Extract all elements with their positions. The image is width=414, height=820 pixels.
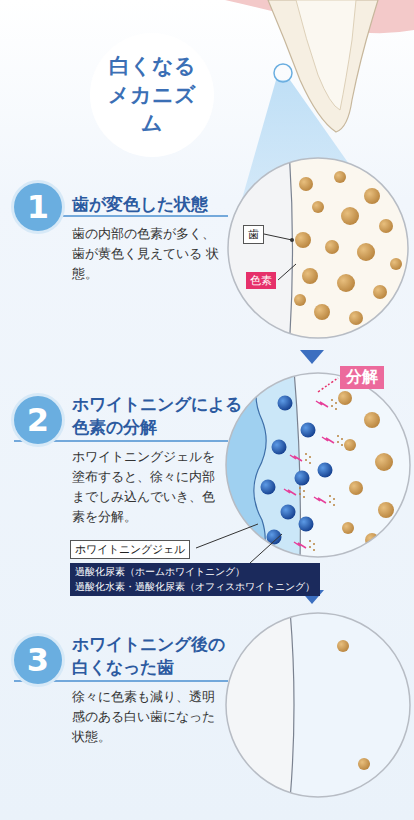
dentin xyxy=(296,0,356,110)
pigment-fragment xyxy=(331,405,333,407)
pigment-dot xyxy=(325,240,339,254)
peroxide-ball xyxy=(301,423,316,438)
node-text: 歯 xyxy=(248,228,259,241)
pigment-fragment xyxy=(337,435,339,437)
pigment-dot xyxy=(349,481,363,495)
pigment-dot xyxy=(312,201,324,213)
pigment-dot xyxy=(334,171,346,183)
title-circle xyxy=(90,33,214,157)
leader-line xyxy=(264,234,292,240)
node-text: 2 xyxy=(27,401,49,439)
reaction-mark xyxy=(316,401,328,407)
pigment-fragment xyxy=(333,504,335,506)
pigment-fragment xyxy=(305,453,307,455)
peroxide-ball xyxy=(261,480,276,495)
pigment-fragment xyxy=(329,495,331,497)
pigment-fragment xyxy=(335,402,337,404)
pigment-dot xyxy=(295,232,311,248)
pigment-dot xyxy=(364,412,380,428)
pigment-fragment xyxy=(309,462,311,464)
agent-box: 過酸化尿素（ホームホワイトニング）過酸化水素・過酸化尿素（オフィスホワイトニング… xyxy=(70,563,320,596)
step-heading: 歯が変色した状態 xyxy=(72,193,247,216)
node-text: ホワイトニングジェル xyxy=(75,543,185,556)
pigment-dot xyxy=(341,207,359,225)
step-number: 3 xyxy=(14,636,62,684)
part-label: 歯 xyxy=(243,225,264,244)
pigment-fragment xyxy=(331,399,333,401)
peroxide-ball xyxy=(272,440,287,455)
leader-line xyxy=(278,264,296,280)
pigment-dot xyxy=(357,243,375,261)
zoom-circle xyxy=(220,150,414,350)
pigment-fragment xyxy=(329,501,331,503)
title-text: 白くなる メカニズム xyxy=(98,52,206,137)
zoom-circle xyxy=(220,370,414,570)
pigment-dot xyxy=(337,274,355,292)
pigment-dot xyxy=(364,188,380,204)
zoom-marker xyxy=(274,64,292,82)
step-number: 1 xyxy=(14,183,62,231)
pigment-fragment xyxy=(341,438,343,440)
node-text: 過酸化尿素（ホームホワイトニング） xyxy=(75,565,315,580)
pigment-fragment xyxy=(335,408,337,410)
pigment-fragment xyxy=(333,498,335,500)
pigment-dot xyxy=(375,453,393,471)
pigment-dot xyxy=(299,177,313,191)
pigment-dot xyxy=(390,258,402,270)
part-label: ホワイトニングジェル xyxy=(70,540,190,559)
pigment-fragment xyxy=(305,459,307,461)
pigment-fragment xyxy=(303,496,305,498)
step-text: 歯の内部の色素が多く、 歯が黄色く見えている 状態。 xyxy=(72,224,222,284)
reaction-mark xyxy=(290,455,302,461)
reaction-mark xyxy=(322,437,334,443)
pigment-dot xyxy=(302,268,318,284)
pigment-dot xyxy=(314,304,330,320)
peroxide-ball xyxy=(295,471,310,486)
peroxide-ball xyxy=(299,517,314,532)
down-arrow xyxy=(300,350,324,364)
node-text: 色素 xyxy=(250,274,272,287)
reaction-mark xyxy=(294,542,306,548)
pigment-dot xyxy=(379,219,393,233)
peroxide-ball xyxy=(318,463,333,478)
step-text: ホワイトニングジェルを 塗布すると、徐々に内部 までしみ込んでいき、色 素を分解… xyxy=(72,447,222,527)
step-heading: ホワイトニング後の 白くなった歯 xyxy=(72,633,237,679)
pigment-fragment xyxy=(303,490,305,492)
pigment-dot xyxy=(294,294,306,306)
pigment-fragment xyxy=(309,456,311,458)
pigment-dot xyxy=(344,439,356,451)
pigment-fragment xyxy=(313,549,315,551)
pigment-fragment xyxy=(299,487,301,489)
step-text: 徐々に色素も減り、透明 感のある白い歯になった 状態。 xyxy=(72,687,222,747)
pigment-fragment xyxy=(299,493,301,495)
leader-line xyxy=(250,534,282,563)
pigment-fragment xyxy=(337,441,339,443)
pigment-dot xyxy=(349,311,363,325)
pigment-dot xyxy=(342,522,354,534)
node-text: 3 xyxy=(27,641,49,679)
pigment-fragment xyxy=(309,546,311,548)
node-text: 分解 xyxy=(346,367,378,386)
pigment-fragment xyxy=(313,543,315,545)
step-number: 2 xyxy=(14,396,62,444)
part-label: 色素 xyxy=(246,272,276,289)
pigment-dot xyxy=(373,285,387,299)
node-text: 1 xyxy=(27,188,49,226)
peroxide-ball xyxy=(281,505,296,520)
pigment-dot xyxy=(338,391,352,405)
step-heading: ホワイトニングによる 色素の分解 xyxy=(72,393,247,439)
pigment-dot xyxy=(378,502,394,518)
node-text: 過酸化水素・過酸化尿素（オフィスホワイトニング） xyxy=(75,580,315,595)
reaction-mark xyxy=(314,497,326,503)
pigment-fragment xyxy=(309,540,311,542)
pigment-fragment xyxy=(341,444,343,446)
reaction-mark xyxy=(284,489,296,495)
leader-line xyxy=(196,524,258,548)
pigment-dot xyxy=(384,312,396,324)
peroxide-ball xyxy=(278,396,293,411)
reaction-label: 分解 xyxy=(340,366,384,389)
zoom-circle xyxy=(220,610,414,810)
